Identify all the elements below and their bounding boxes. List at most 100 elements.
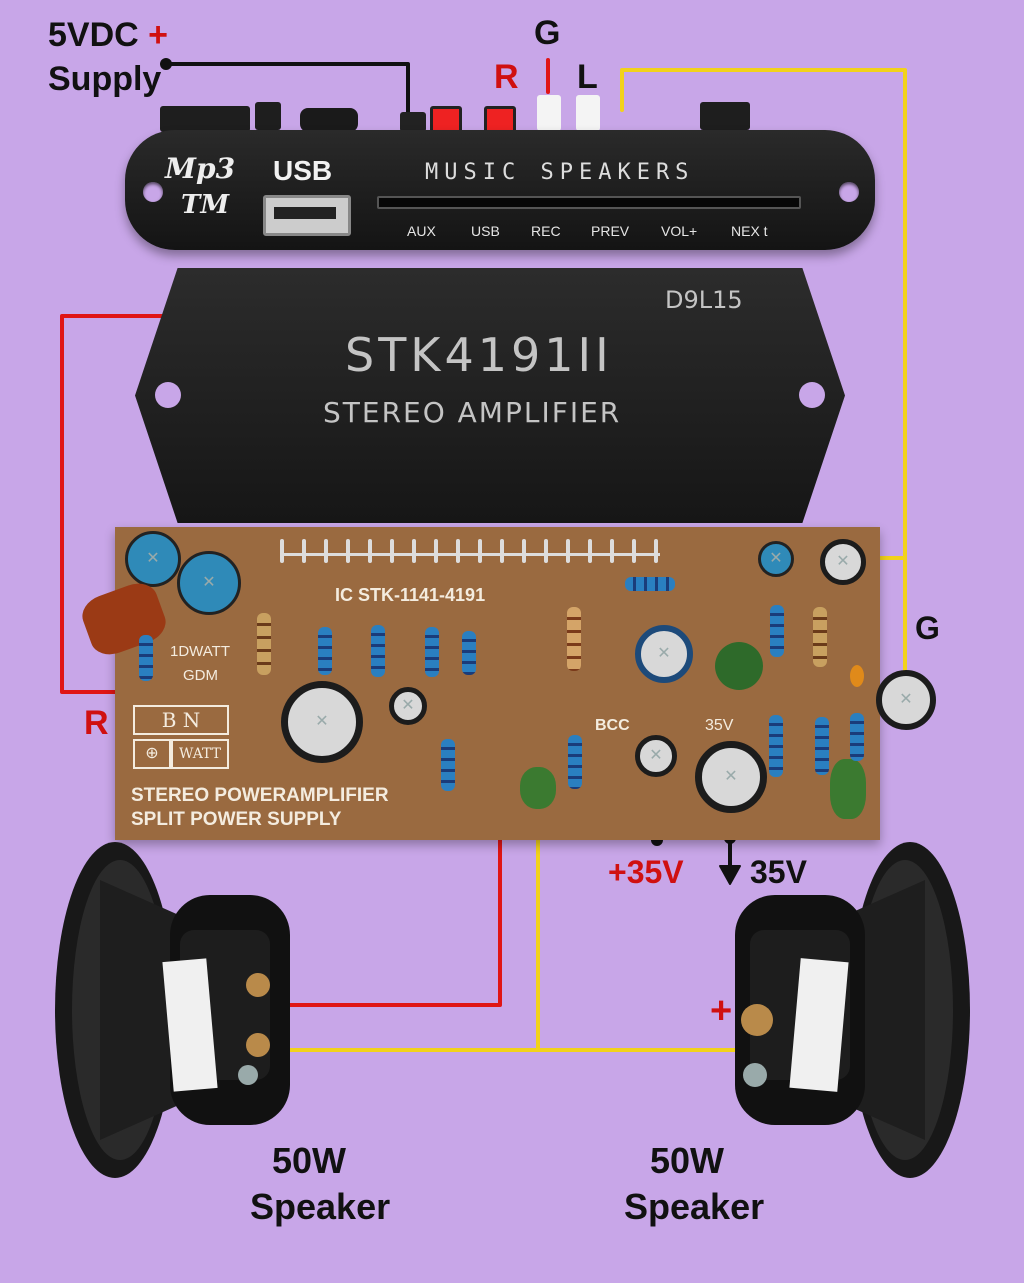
- mount-hole-right: [839, 182, 859, 202]
- button-usb[interactable]: USB: [471, 223, 500, 239]
- module-title: MUSIC SPEAKERS: [425, 160, 695, 185]
- resistor: [257, 613, 271, 675]
- g-terminal-label: G: [534, 14, 561, 52]
- l-terminal-label: L: [577, 58, 598, 96]
- stk-amplifier-chip: D9L15 STK4191II STEREO AMPLIFIER: [135, 268, 845, 523]
- output-capacitor: [876, 670, 936, 730]
- pin: [302, 539, 306, 563]
- watt-logo-icon: ⊕: [133, 739, 171, 769]
- pin: [566, 539, 570, 563]
- resistor: [568, 735, 582, 789]
- left-speaker-label: Speaker: [250, 1186, 391, 1227]
- v35-pcb-label: 35V: [705, 717, 734, 734]
- pin: [588, 539, 592, 563]
- capacitor-large: [695, 741, 767, 813]
- watt-label: 1DWATT: [170, 643, 230, 660]
- pin: [654, 539, 658, 563]
- resistor: [815, 717, 829, 775]
- pin: [544, 539, 548, 563]
- resistor: [318, 627, 332, 675]
- amplifier-pcb: IC STK-1141-4191 1DWATT GDM B N WATT ⊕ B…: [77, 527, 880, 840]
- mp3-brand-tm: TM: [181, 190, 230, 220]
- pin: [412, 539, 416, 563]
- usb-label: USB: [273, 155, 333, 186]
- led: [850, 665, 864, 687]
- plus35v-label: +35V: [608, 854, 684, 890]
- resistor: [625, 577, 675, 591]
- button-vol-plus[interactable]: VOL+: [661, 223, 698, 239]
- supply-label-text: 5VDC: [48, 16, 139, 54]
- chip-code: D9L15: [665, 286, 743, 314]
- pin: [500, 539, 504, 563]
- resistor: [850, 713, 864, 761]
- resistor: [769, 715, 783, 777]
- supply-wire-dot: [160, 58, 172, 70]
- power-jack[interactable]: [160, 106, 250, 132]
- resistor: [371, 625, 385, 677]
- watt-logo: WATT: [171, 739, 229, 769]
- pcb-footer-line1: STEREO POWERAMPLIFIER: [131, 785, 389, 806]
- sd-card-slot[interactable]: [377, 196, 801, 209]
- pin: [522, 539, 526, 563]
- capacitor: [389, 687, 427, 725]
- capacitor-large: [281, 681, 363, 763]
- capacitor: [125, 531, 181, 587]
- capacitor: [177, 551, 241, 615]
- right-speaker-label: Speaker: [624, 1186, 765, 1227]
- header-connector: [255, 102, 281, 130]
- pin: [368, 539, 372, 563]
- mount-hole-left: [143, 182, 163, 202]
- l-output-pin[interactable]: [576, 95, 600, 131]
- usb-port[interactable]: [263, 195, 351, 236]
- r-terminal-label: R: [494, 58, 519, 96]
- right-speaker-plus: +: [710, 990, 733, 1032]
- r-input-label: R: [84, 704, 109, 742]
- pin: [456, 539, 460, 563]
- gdm-label: GDM: [183, 667, 218, 684]
- resistor: [441, 739, 455, 791]
- pin: [390, 539, 394, 563]
- supply-label: 5VDC +: [48, 16, 168, 55]
- chip-subtitle: STEREO AMPLIFIER: [323, 396, 622, 429]
- capacitor: [820, 539, 866, 585]
- pin: [610, 539, 614, 563]
- chip-name: STK4191II: [345, 328, 613, 382]
- g-output-label: G: [915, 610, 940, 646]
- bn-logo: B N: [133, 705, 229, 735]
- pin-header: [280, 531, 680, 567]
- l-signal-wire: [620, 68, 907, 560]
- pin: [324, 539, 328, 563]
- capacitor: [635, 735, 677, 777]
- ceramic-capacitor: [715, 642, 763, 690]
- ceramic-capacitor: [520, 767, 556, 809]
- ceramic-capacitor: [830, 759, 866, 819]
- left-speaker: [55, 842, 290, 1178]
- right-speaker-power: 50W: [650, 1140, 725, 1181]
- left-speaker-power: 50W: [272, 1140, 347, 1181]
- g-output-pin[interactable]: [537, 95, 561, 131]
- resistor: [567, 607, 581, 671]
- button-prev[interactable]: PREV: [591, 223, 630, 239]
- aux-jack[interactable]: [300, 108, 358, 132]
- button-next[interactable]: NEX t: [731, 223, 768, 239]
- resistor: [139, 635, 153, 681]
- right-speaker: [735, 842, 970, 1178]
- resistor: [770, 605, 784, 657]
- minus35v-label: 35V: [750, 854, 807, 890]
- chip-hole-right: [799, 382, 825, 408]
- mp3-module: Mp3 TM USB MUSIC SPEAKERS AUX USB REC PR…: [125, 130, 875, 250]
- ic-label: IC STK-1141-4191: [335, 585, 486, 605]
- button-rec[interactable]: REC: [531, 223, 561, 239]
- supply-label-line2: Supply: [48, 60, 162, 98]
- supply-wire: [166, 62, 410, 124]
- button-aux[interactable]: AUX: [407, 223, 436, 239]
- minus35-arrow: [719, 865, 741, 885]
- r-input-wire: [60, 314, 167, 694]
- pin: [346, 539, 350, 563]
- resistor: [425, 627, 439, 677]
- resistor: [462, 631, 476, 675]
- pin: [478, 539, 482, 563]
- pcb-footer-line2: SPLIT POWER SUPPLY: [131, 809, 342, 830]
- chip-hole-left: [155, 382, 181, 408]
- pin: [280, 539, 284, 563]
